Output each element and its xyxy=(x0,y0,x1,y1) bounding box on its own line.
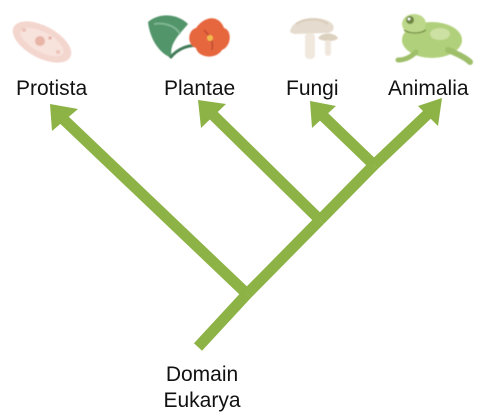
frog-icon xyxy=(398,14,470,62)
protista-branch xyxy=(60,116,247,294)
plant-icon xyxy=(148,15,230,58)
kingdom-label-animalia: Animalia xyxy=(388,78,469,99)
kingdom-label-plantae: Plantae xyxy=(164,78,235,99)
fungi-animalia-branch xyxy=(320,165,374,220)
root-label-domain: Domain xyxy=(150,364,254,385)
protist-icon xyxy=(6,13,78,71)
kingdom-label-fungi: Fungi xyxy=(286,78,339,99)
fungi-branch xyxy=(320,113,374,165)
mushroom-icon xyxy=(290,18,338,59)
upper-trunk-branch xyxy=(247,220,320,294)
plantae-branch xyxy=(210,112,320,220)
kingdom-label-protista: Protista xyxy=(16,78,87,99)
trunk-branch xyxy=(198,294,247,347)
animalia-branch xyxy=(374,110,432,165)
root-label-eukarya: Eukarya xyxy=(150,390,254,411)
